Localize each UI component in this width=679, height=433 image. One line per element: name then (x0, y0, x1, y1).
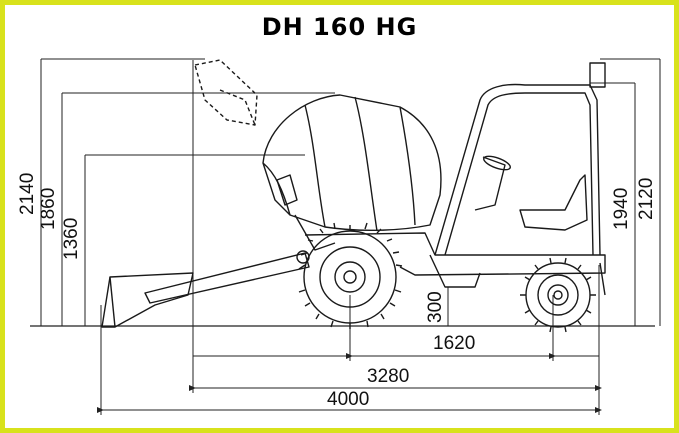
rear-wheel (525, 262, 591, 328)
dumper-drawing (101, 59, 606, 333)
rops-frame (434, 83, 601, 256)
technical-drawing: 2140 1860 1360 1940 2120 300 1620 3280 (17, 58, 661, 415)
left-dimension-lines (40, 58, 335, 326)
dim-1860: 1860 (38, 188, 59, 230)
beacon-light (589, 62, 606, 88)
dim-4000: 4000 (327, 389, 369, 410)
dim-1940: 1940 (611, 188, 632, 230)
dim-1360: 1360 (61, 218, 82, 260)
bucket (101, 272, 194, 328)
mixer-drum (262, 94, 442, 232)
boom-arm (144, 252, 310, 304)
page-title: DH 160 HG (261, 13, 418, 41)
chassis (304, 232, 606, 276)
bottom-dimension-lines (97, 60, 602, 415)
seat (519, 174, 588, 231)
steering-column (474, 156, 506, 211)
right-dimension-lines (590, 58, 661, 326)
dim-3280: 3280 (367, 366, 409, 387)
raised-bucket-outline (194, 59, 258, 126)
dim-300: 300 (425, 291, 446, 323)
dim-2140: 2140 (17, 173, 38, 215)
dim-2120: 2120 (636, 178, 657, 220)
dim-1620: 1620 (433, 333, 475, 354)
